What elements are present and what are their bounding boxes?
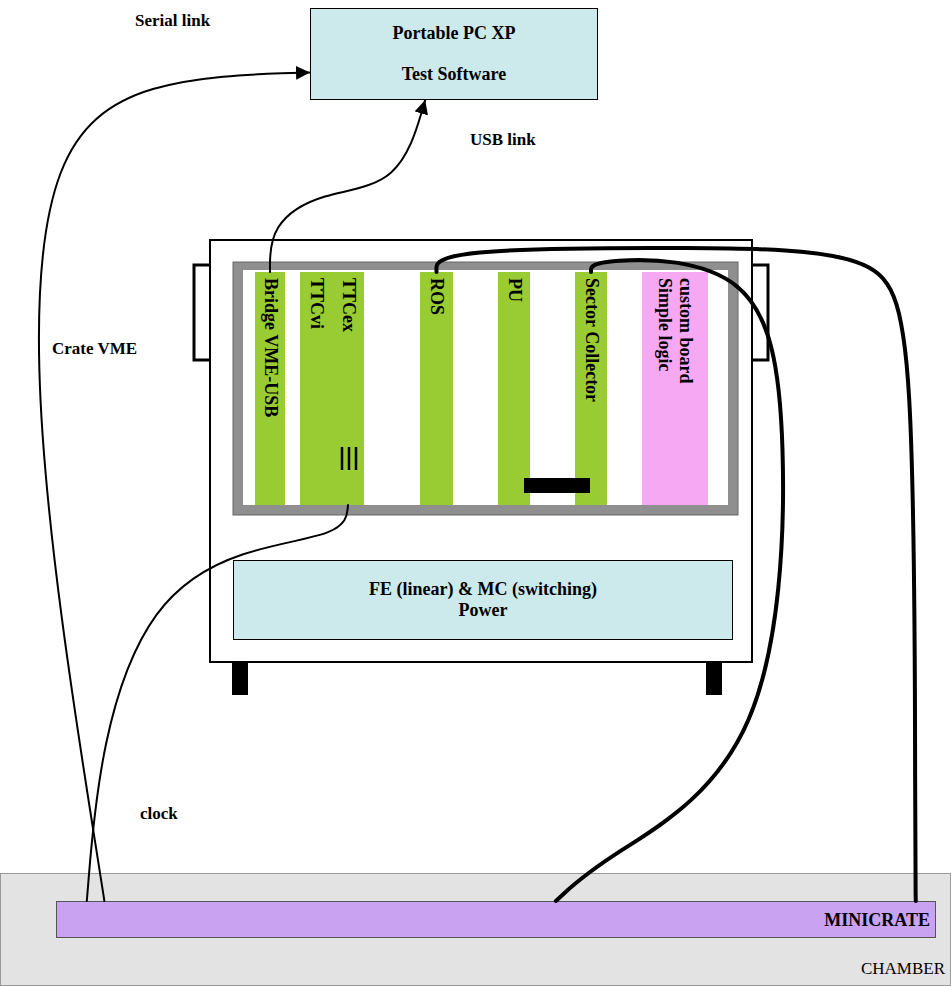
- board-name: ROS: [426, 278, 447, 501]
- pc-box: Portable PC XP Test Software: [310, 8, 598, 100]
- board: PU: [498, 272, 530, 505]
- board-name: Sector Collector: [581, 278, 602, 501]
- power-supply-box: FE (linear) & MC (switching) Power: [233, 560, 733, 640]
- node-text: CHAMBER: [861, 958, 945, 979]
- board-name: PU: [504, 278, 525, 501]
- cable: [556, 260, 783, 901]
- crate-handle: [194, 265, 210, 360]
- board-name: TTCex: [338, 278, 359, 501]
- board-name: TTCvi: [306, 278, 327, 501]
- cable: [270, 100, 425, 272]
- crate-slots: [243, 270, 728, 505]
- crate-foot: [706, 662, 722, 695]
- cable: [87, 505, 348, 901]
- link-label: Serial link: [135, 11, 210, 31]
- node-text: Test Software: [402, 64, 507, 85]
- board: Sector Collector: [575, 272, 607, 505]
- board: Bridge VME-USB: [255, 272, 285, 505]
- cable: [39, 72, 310, 901]
- board: ROS: [420, 272, 453, 505]
- board-name: custom board Simple logic: [654, 278, 696, 403]
- minicrate-box: MINICRATE: [56, 901, 936, 938]
- node-text: MINICRATE: [824, 910, 930, 931]
- custom-board: custom board Simple logic: [642, 272, 708, 505]
- board-name: Bridge VME-USB: [260, 278, 281, 501]
- chamber-band: CHAMBER MINICRATE: [0, 873, 951, 986]
- part-label: Crate VME: [52, 339, 137, 359]
- crate-foot: [232, 662, 248, 695]
- board-connector: [524, 478, 590, 493]
- board: TTCvi: [300, 272, 332, 505]
- connector-marks: [342, 447, 356, 470]
- cable: [436, 248, 915, 901]
- node-text: FE (linear) & MC (switching) Power: [343, 579, 623, 621]
- link-label: clock: [140, 804, 178, 824]
- vme-crate: [210, 240, 752, 662]
- link-label: USB link: [470, 130, 536, 150]
- board: TTCex: [332, 272, 364, 505]
- node-text: Portable PC XP: [393, 23, 516, 44]
- crate-backplane: [233, 262, 738, 515]
